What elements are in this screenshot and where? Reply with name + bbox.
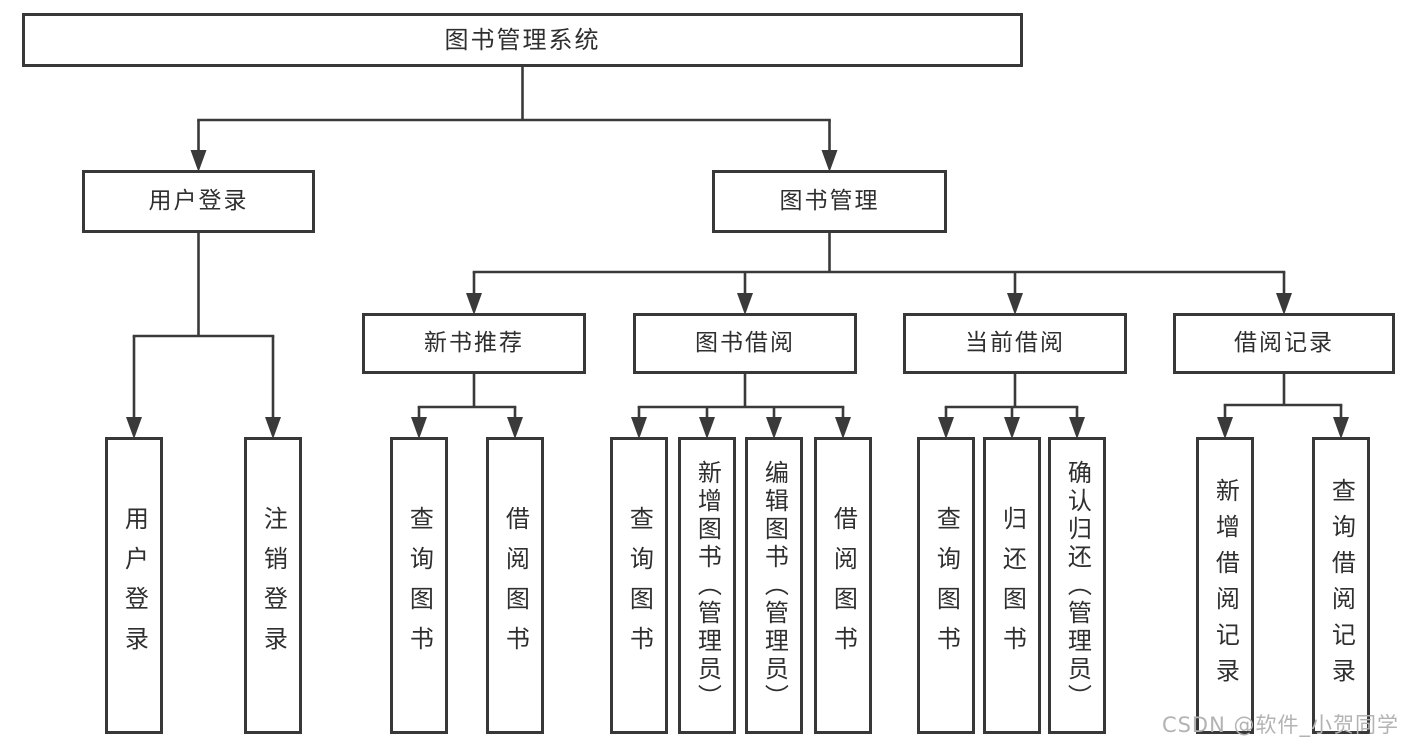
node-new-book-recommendation: 新书推荐 xyxy=(362,313,586,374)
node-current-borrowing: 当前借阅 xyxy=(903,313,1127,374)
node-user-login-module: 用户登录 xyxy=(82,170,315,233)
node-user-login: 用户登录 xyxy=(105,437,163,734)
node-logout: 注销登录 xyxy=(244,437,302,734)
node-query-borrowing-record: 查询借阅记录 xyxy=(1312,437,1370,734)
watermark: CSDN @软件_小贺同学 xyxy=(1161,713,1399,737)
node-library-management-system: 图书管理系统 xyxy=(22,13,1023,67)
node-query-books-1: 查询图书 xyxy=(390,437,448,734)
node-confirm-return-admin: 确认归还（管理员） xyxy=(1048,437,1106,734)
node-query-books-3: 查询图书 xyxy=(917,437,975,734)
node-book-management-module: 图书管理 xyxy=(712,170,947,233)
node-edit-books-admin: 编辑图书（管理员） xyxy=(745,437,803,734)
node-add-books-admin: 新增图书（管理员） xyxy=(678,437,736,734)
node-book-borrowing: 图书借阅 xyxy=(633,313,857,374)
node-query-books-2: 查询图书 xyxy=(610,437,668,734)
node-borrow-books-2: 借阅图书 xyxy=(814,437,872,734)
node-borrow-books-1: 借阅图书 xyxy=(486,437,544,734)
node-return-books: 归还图书 xyxy=(983,437,1041,734)
node-borrowing-records: 借阅记录 xyxy=(1173,313,1395,374)
node-add-borrowing-record: 新增借阅记录 xyxy=(1196,437,1254,734)
